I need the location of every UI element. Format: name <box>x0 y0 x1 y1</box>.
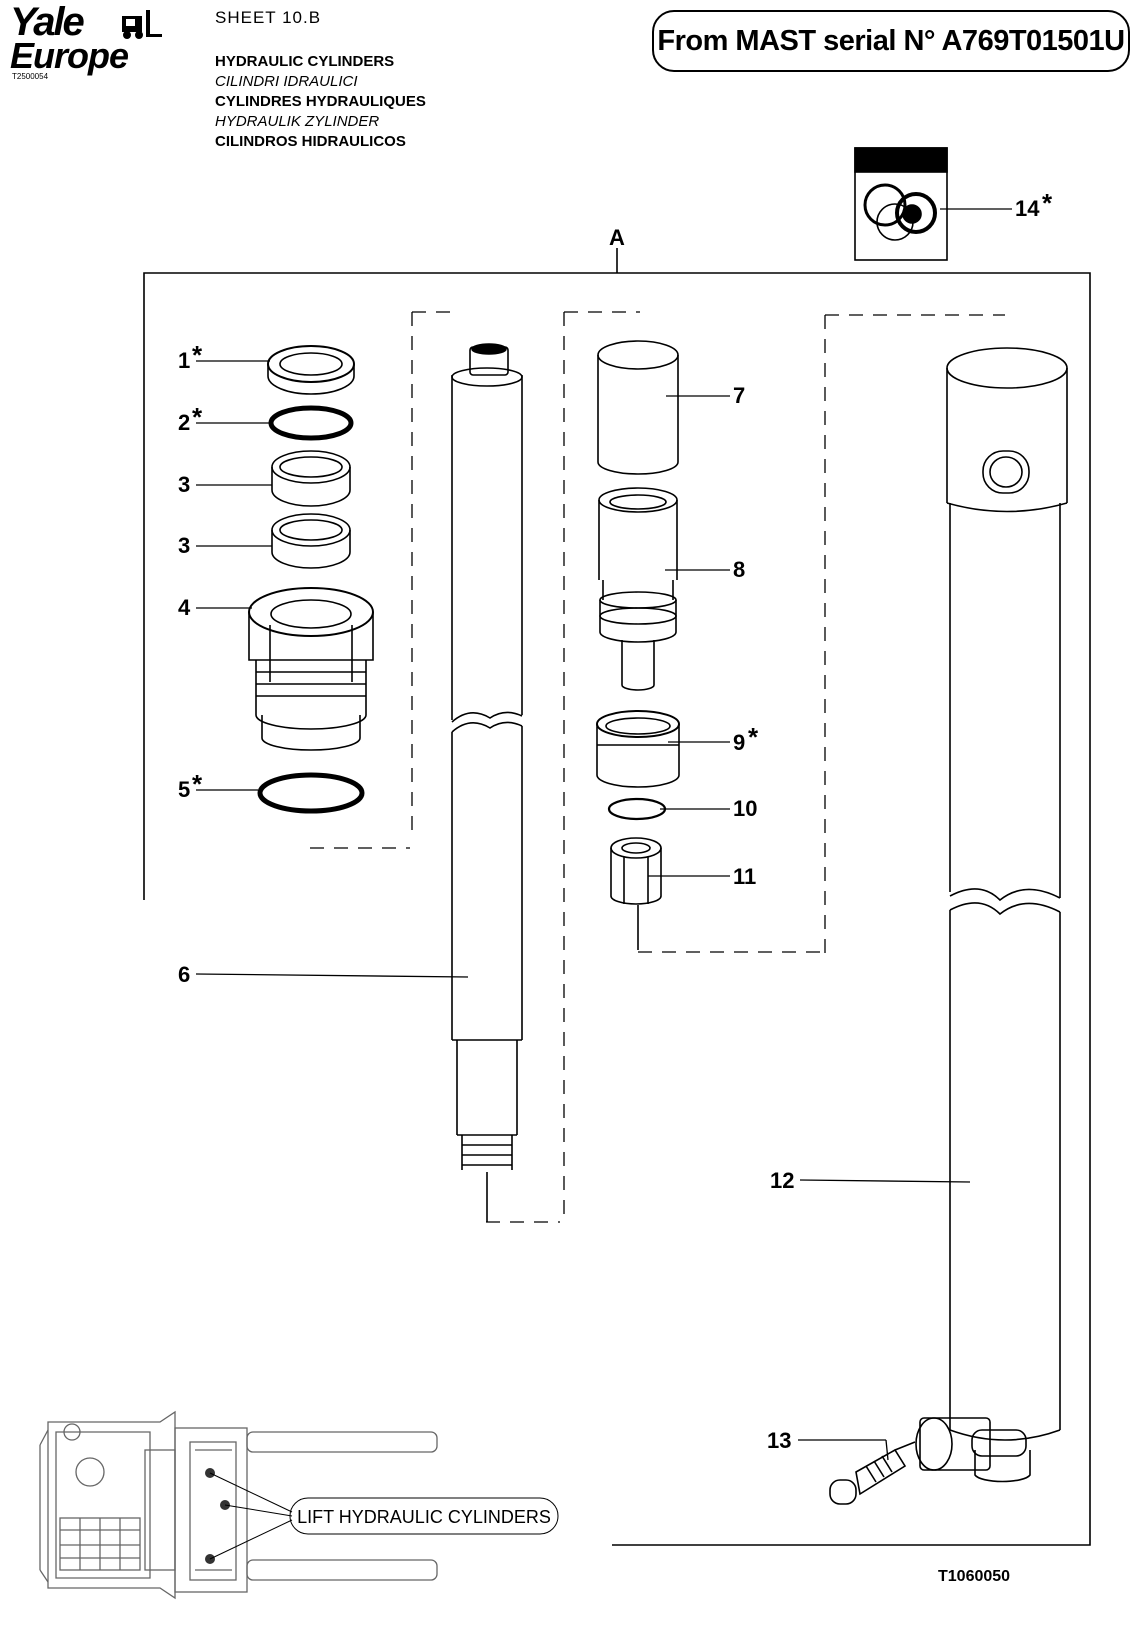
assembly-frame <box>143 272 1091 1546</box>
kit-mark-2: * <box>192 402 203 432</box>
label-part-11: 11 <box>733 864 756 889</box>
assembly-label: A <box>609 225 625 250</box>
title-block: HYDRAULIC CYLINDERS CILINDRI IDRAULICI C… <box>215 52 426 152</box>
part-3-guide-ring-b <box>271 513 351 569</box>
part-5-o-ring <box>257 772 365 814</box>
part-6-piston-rod <box>451 343 523 1222</box>
kit-mark-14: * <box>1042 188 1053 218</box>
sheet-number: SHEET 10.B <box>215 8 322 27</box>
drawing-code: T1060050 <box>938 1568 1011 1585</box>
part-10-snap-ring <box>607 797 667 821</box>
label-part-7: 7 <box>733 383 745 408</box>
kit-mark-9: * <box>748 722 759 752</box>
label-part-3a: 3 <box>178 472 190 497</box>
label-part-12: 12 <box>770 1168 794 1193</box>
group-dashes <box>310 311 1005 1223</box>
cylinder-markers <box>205 1468 230 1564</box>
inset-label-box <box>289 1497 559 1535</box>
label-part-13: 13 <box>767 1428 791 1453</box>
label-part-4: 4 <box>178 595 191 620</box>
title-de: HYDRAULIK ZYLINDER <box>215 113 380 130</box>
forklift-logo-icon <box>122 10 162 39</box>
logo-yale-text: Yale <box>10 0 85 44</box>
yale-europe-logo: Yale Europe T2500054 <box>10 2 180 82</box>
label-part-3b: 3 <box>178 533 190 558</box>
title-it: CILINDRI IDRAULICI <box>215 73 358 90</box>
label-part-5: 5 <box>178 777 190 802</box>
title-en: HYDRAULIC CYLINDERS <box>215 53 395 70</box>
title-es: CILINDROS HIDRAULICOS <box>215 133 406 150</box>
leader-lines <box>195 208 1012 1461</box>
part-12-cylinder-barrel <box>915 347 1068 1483</box>
label-part-1: 1 <box>178 348 190 373</box>
part-4-cylinder-head <box>248 587 374 751</box>
kit-mark-1: * <box>192 340 203 370</box>
inset-label: LIFT HYDRAULIC CYLINDERS <box>297 1507 551 1527</box>
serial-note-box: From MAST serial N° A769T01501U <box>652 10 1130 72</box>
label-part-2: 2 <box>178 410 190 435</box>
part-3-guide-ring-a <box>271 450 351 507</box>
label-part-14: 14 <box>1015 196 1040 221</box>
part-2-seal-ring <box>268 405 354 441</box>
part-7-sleeve <box>597 340 679 475</box>
part-8-piston <box>598 487 678 691</box>
label-part-6: 6 <box>178 962 190 987</box>
label-part-9: 9 <box>733 730 745 755</box>
label-part-8: 8 <box>733 557 745 582</box>
label-part-10: 10 <box>733 796 757 821</box>
part-14-seal-kit <box>854 147 948 261</box>
part-1-wiper-ring <box>267 345 355 395</box>
logo-code: T2500054 <box>12 72 49 81</box>
part-9-piston-seal <box>596 710 680 788</box>
part-13-valve <box>829 1441 916 1505</box>
logo-europe-text: Europe <box>10 35 129 76</box>
kit-mark-5: * <box>192 769 203 799</box>
part-11-spacer <box>610 837 662 950</box>
truck-inset-diagram <box>39 1410 438 1600</box>
title-fr: CYLINDRES HYDRAULIQUES <box>215 93 426 110</box>
